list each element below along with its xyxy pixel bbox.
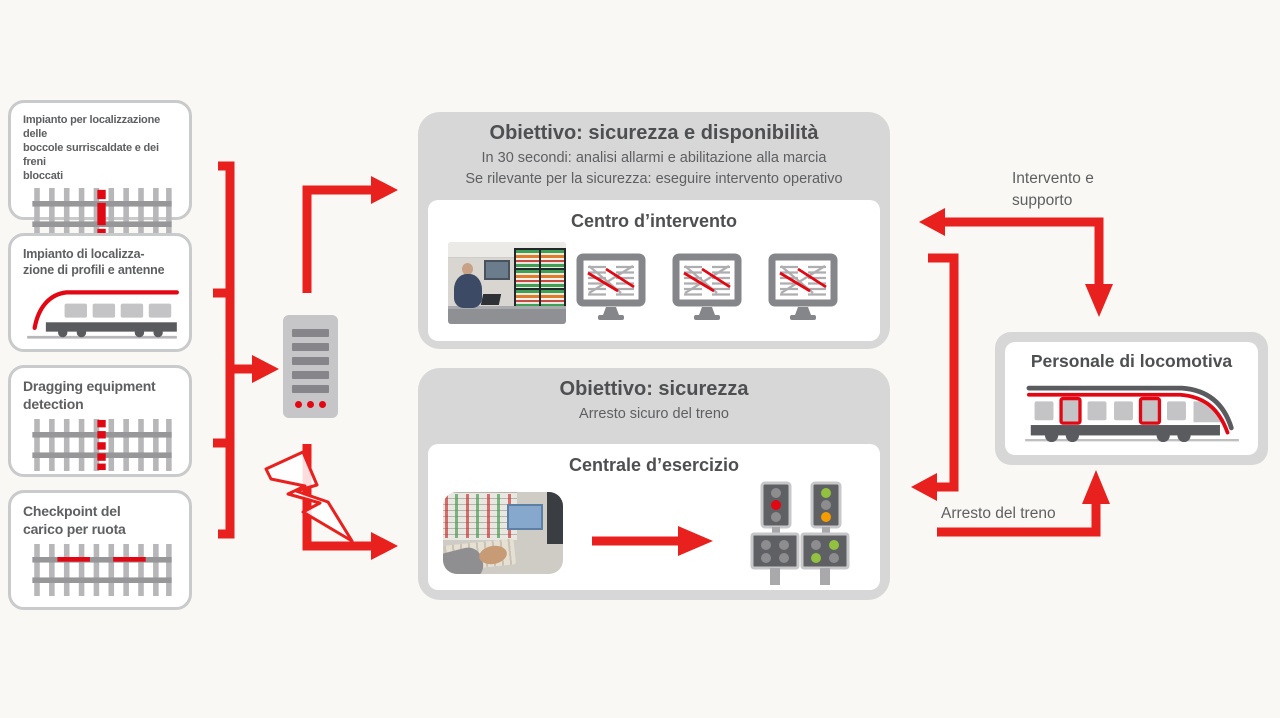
server-slot: [292, 343, 329, 351]
data-server-icon: [283, 315, 338, 418]
operations-center-title: Centrale d’esercizio: [568, 455, 740, 475]
network-graph-monitor-icon: [576, 253, 646, 320]
safety-subtitle: Arresto sicuro del treno: [579, 406, 729, 422]
signal-green-go: [800, 481, 850, 585]
sensor-label: Dragging equipment detection: [23, 378, 156, 412]
sensor-box-dragging: Dragging equipment detection: [8, 365, 192, 477]
server-to-intervention-arrow: [302, 176, 398, 293]
train-stop-label: Arresto del treno: [941, 505, 1056, 522]
monitor-icons-row: [576, 253, 838, 327]
intervention-line2: Se rilevante per la sicurezza: eseguire …: [465, 171, 843, 188]
sensor-label: Impianto per localizzazione delle boccol…: [23, 114, 161, 183]
operations-desk-photo: [443, 492, 563, 574]
radio-lightning-icon: [264, 450, 354, 543]
intervention-center-title: Centro d’intervento: [570, 211, 737, 231]
intervention-title: Obiettivo: sicurezza e disponibilità: [489, 122, 819, 144]
track-checkpoint-icon: [32, 543, 172, 596]
intervention-support-label: Intervento e supporto: [1012, 170, 1094, 210]
server-slot: [292, 357, 329, 365]
sensor-box-profile: Impianto di localizza- zione di profili …: [8, 233, 192, 352]
crew-card: Personale di locomotiva: [1005, 342, 1258, 455]
sensor-label: Impianto di localizza- zione di profili …: [23, 247, 165, 277]
server-slot: [292, 371, 329, 379]
intervention-center-card: Centro d’intervento: [428, 200, 880, 341]
intervention-panel: Obiettivo: sicurezza e disponibilità In …: [418, 112, 890, 349]
intervention-support-arrow: [919, 208, 1113, 317]
railway-signals-icon: [750, 481, 850, 585]
sensor-manifold-line: [213, 161, 279, 539]
passenger-train-icon: [1024, 385, 1239, 443]
server-slot: [292, 329, 329, 337]
train-profile-icon: [27, 290, 179, 339]
signal-red-stop: [750, 481, 800, 585]
network-graph-monitor-icon: [768, 253, 838, 320]
crew-title: Personale di locomotiva: [1030, 351, 1233, 371]
crew-panel: Personale di locomotiva: [995, 332, 1268, 465]
safety-panel: Obiettivo: sicurezza Arresto sicuro del …: [418, 368, 890, 600]
control-room-photo: [448, 242, 566, 324]
network-graph-monitor-icon: [672, 253, 742, 320]
sensor-box-checkpoint: Checkpoint del carico per ruota: [8, 490, 192, 610]
intervention-to-operations-arrow: [911, 253, 959, 501]
track-hotbox-icon: [32, 188, 172, 241]
server-slot: [292, 385, 329, 393]
sensor-label: Checkpoint del carico per ruota: [23, 503, 126, 537]
safety-title: Obiettivo: sicurezza: [559, 378, 749, 400]
server-to-operations-arrow: [302, 444, 398, 560]
intervention-line1: In 30 secondi: analisi allarmi e abilita…: [481, 150, 827, 166]
track-dragging-icon: [32, 418, 172, 471]
server-leds: [292, 399, 329, 408]
operations-center-card: Centrale d’esercizio: [428, 444, 880, 590]
sensor-box-hotbox: Impianto per localizzazione delle boccol…: [8, 100, 192, 241]
